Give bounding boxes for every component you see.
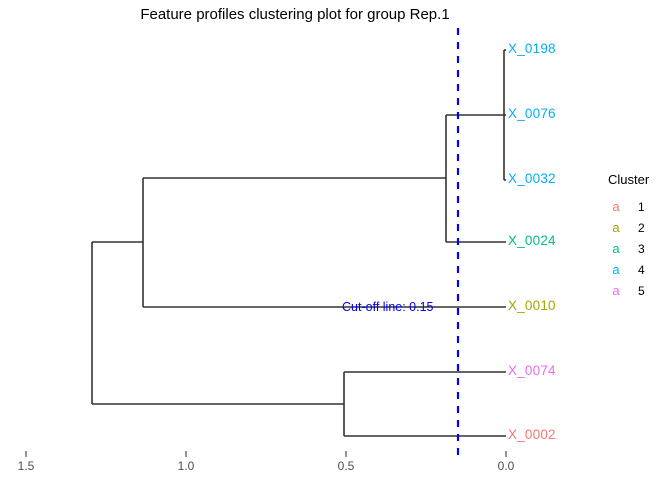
leaf-label-x0074: X_0074 [508,363,556,378]
legend-key-glyph-3: a [612,241,620,256]
axis-tick-label-1: 1.5 [17,459,35,473]
leaf-label-x0076: X_0076 [508,106,556,121]
page-title: Feature profiles clustering plot for gro… [140,6,450,23]
legend-item-2[interactable]: a 2 [606,217,672,238]
leaf-label-x0010: X_0010 [508,298,556,313]
legend-item-1[interactable]: a 1 [606,196,672,217]
legend-key-glyph-2: a [612,220,620,235]
legend-key-glyph-1: a [612,199,620,214]
leaf-label-x0024: X_0024 [508,233,556,248]
legend-key-glyph-5: a [612,283,620,298]
axis-tick-label-3: 0.5 [337,459,355,473]
axis-tick-label-2: 1.0 [177,459,195,473]
legend: Cluster a 1 a 2 a 3 a 4 a 5 [606,172,672,301]
leaf-label-x0032: X_0032 [508,171,556,186]
legend-title: Cluster [608,172,650,187]
legend-item-3[interactable]: a 3 [606,238,672,259]
dendrogram-branches [91,49,506,437]
axis-tick-label-4: 0.0 [497,459,515,473]
leaf-label-x0198: X_0198 [508,41,556,56]
legend-label-5: 5 [638,283,645,298]
legend-label-4: 4 [638,262,645,277]
axis-ticks [25,451,507,457]
cutoff-line-label: Cut-off line: 0.15 [342,300,434,314]
legend-item-5[interactable]: a 5 [606,280,672,301]
leaf-label-x0002: X_0002 [508,427,556,442]
legend-item-4[interactable]: a 4 [606,259,672,280]
legend-key-glyph-4: a [612,262,620,277]
legend-label-1: 1 [638,199,645,214]
legend-label-2: 2 [638,220,645,235]
legend-label-3: 3 [638,241,645,256]
